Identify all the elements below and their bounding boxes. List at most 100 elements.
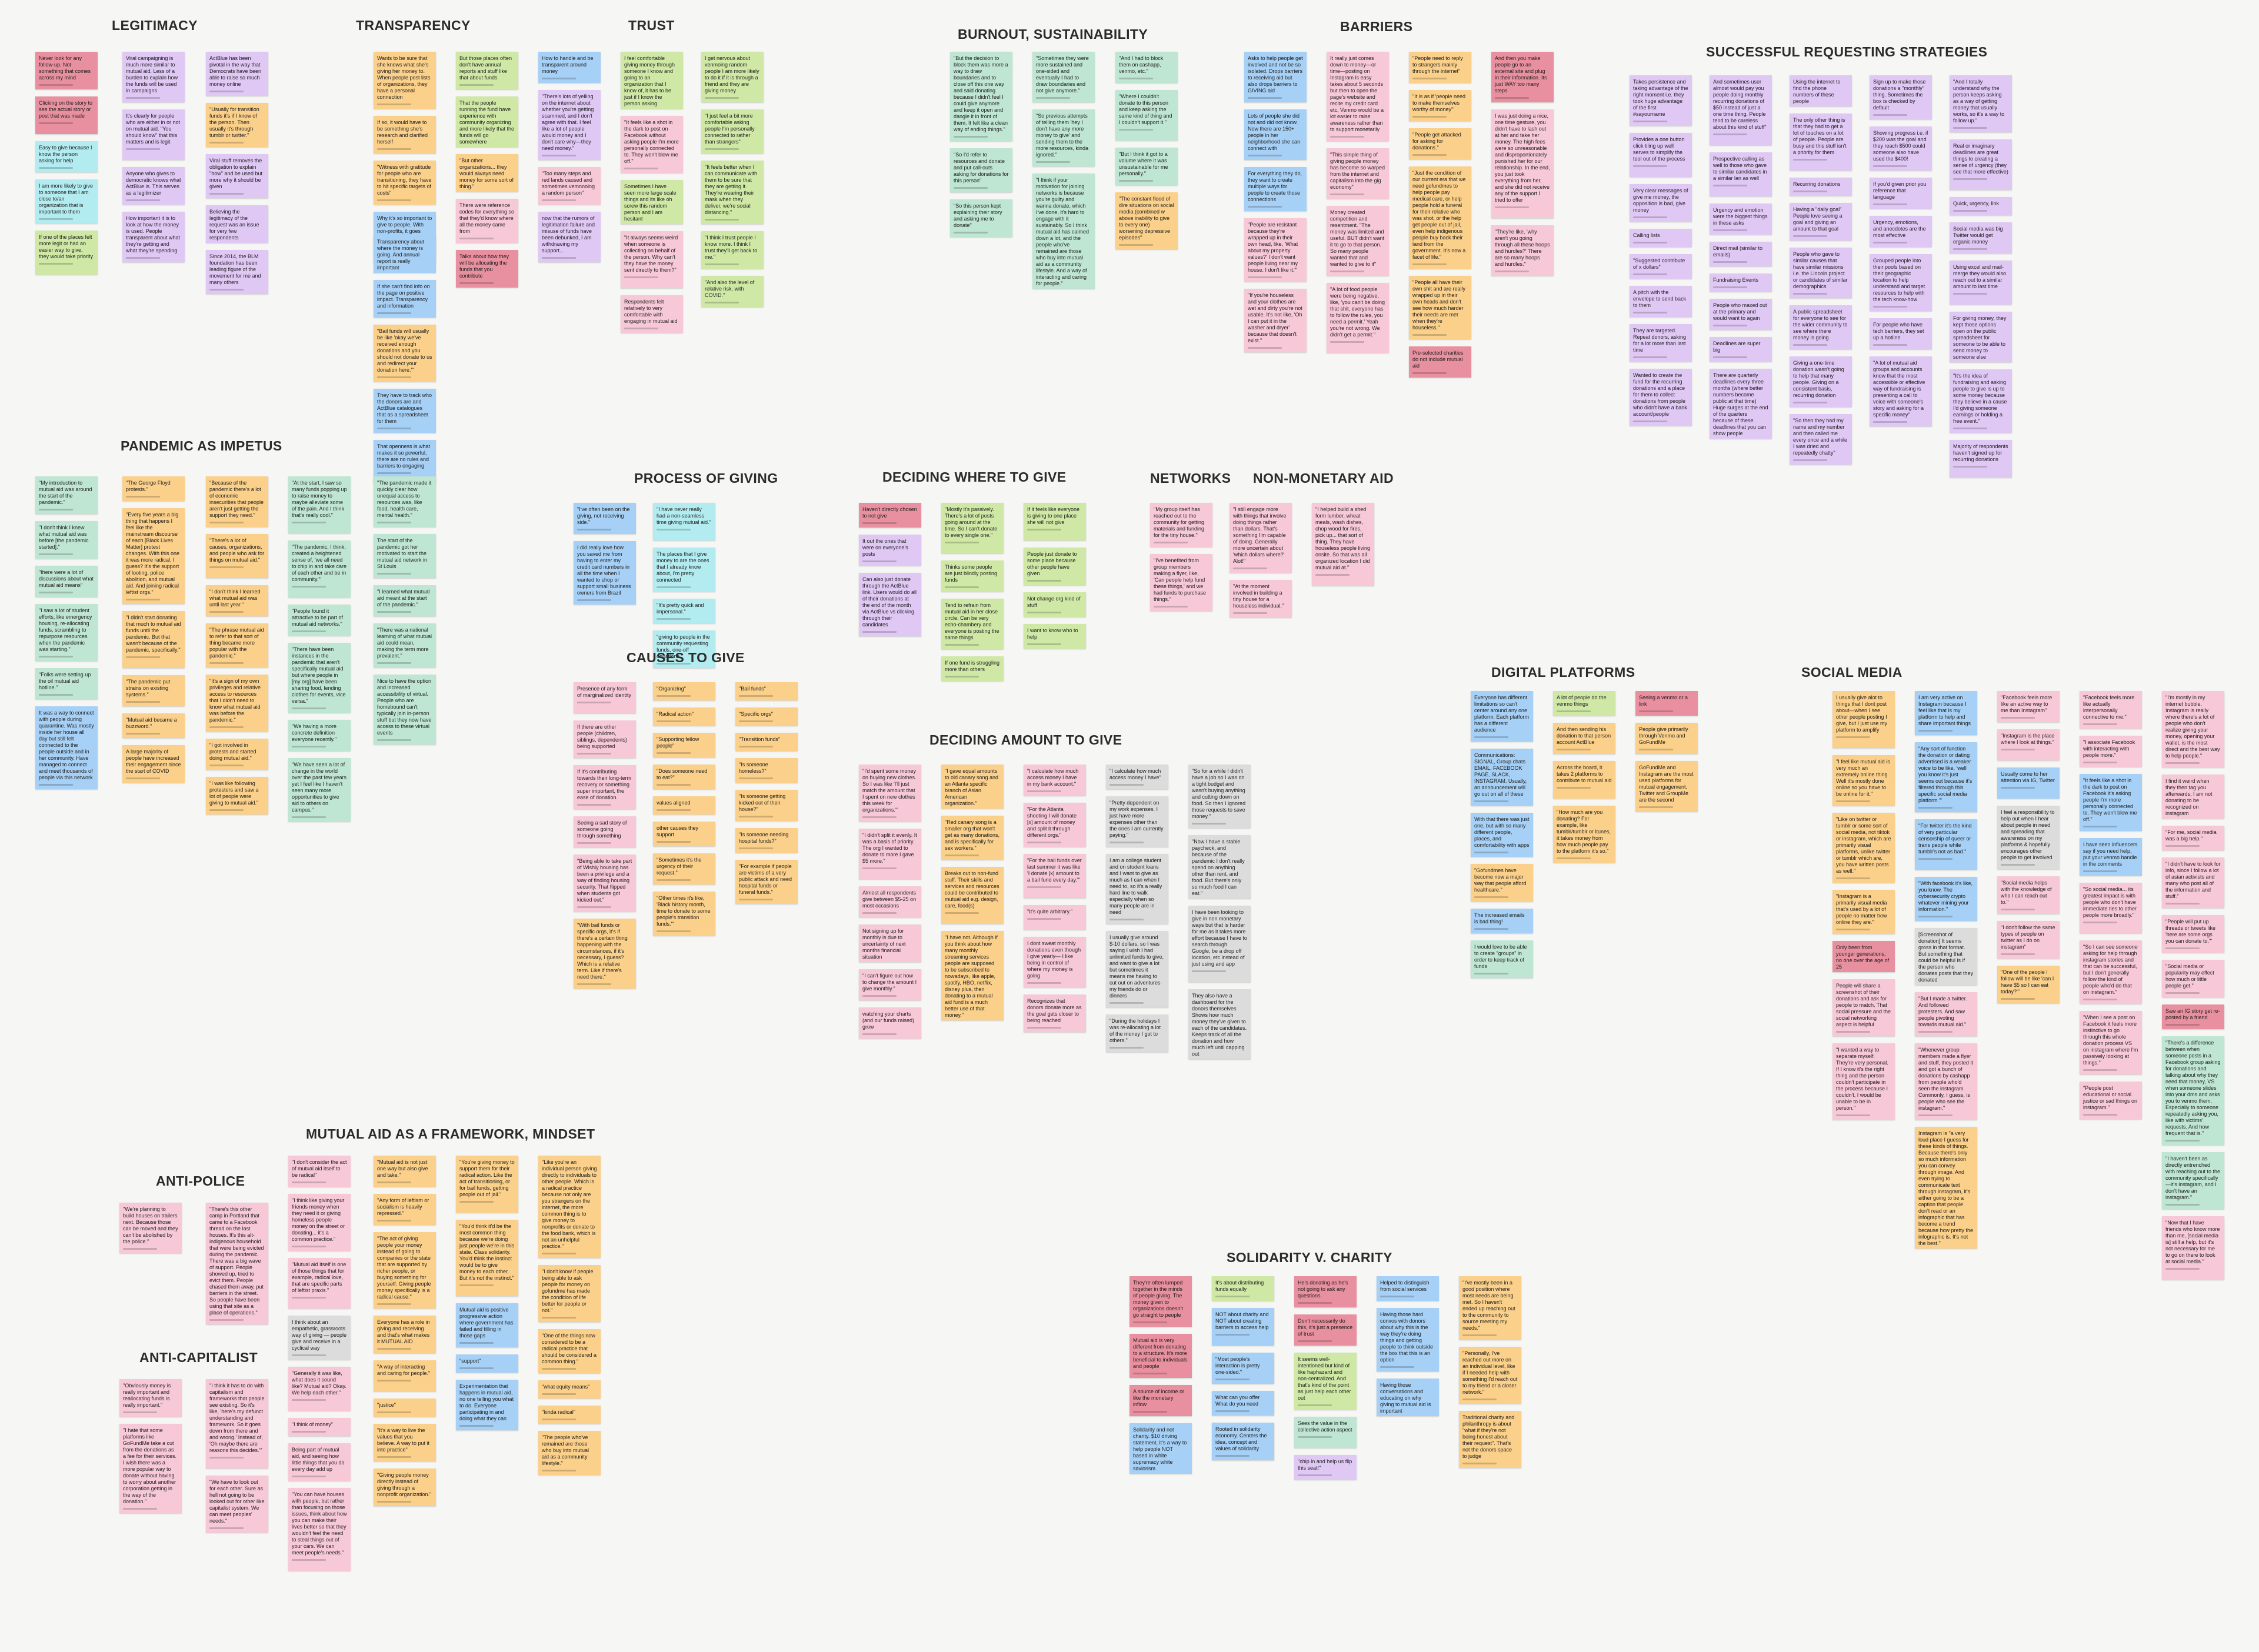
sticky-note[interactable]: "Giving people money directly instead of… <box>374 1469 436 1506</box>
sticky-note[interactable]: I usually give around $-10 dollars, so I… <box>1106 931 1168 1007</box>
sticky-note[interactable]: "Bail funds" <box>735 682 798 700</box>
sticky-note[interactable]: There are quarterly deadlines every thre… <box>1710 369 1772 439</box>
sticky-note[interactable]: I would love to be able to create "group… <box>1471 940 1533 978</box>
sticky-note[interactable]: "I think of money" <box>288 1418 351 1436</box>
sticky-note[interactable]: [Screenshot of donation] It seems gross … <box>1915 928 1977 985</box>
sticky-note[interactable]: "There's a lot of causes, organizations,… <box>206 534 268 578</box>
sticky-note[interactable]: Sign up to make those donations a "month… <box>1870 75 1932 119</box>
sticky-note[interactable]: "Mutual aid is not just one way but also… <box>374 1156 436 1187</box>
sticky-note[interactable]: And then you make people go to an extern… <box>1491 52 1554 102</box>
sticky-note[interactable]: "justice" <box>374 1399 436 1417</box>
sticky-note[interactable]: "The phrase mutual aid to refer to that … <box>206 623 268 668</box>
sticky-note[interactable]: "The pandemic made it quickly clear how … <box>374 476 436 527</box>
sticky-note[interactable]: Direct mail (similar to emails) <box>1710 242 1772 266</box>
sticky-note[interactable]: "The people who've remained are those wh… <box>538 1431 601 1475</box>
sticky-note[interactable]: "The pandemic, I think, created a height… <box>288 540 351 598</box>
sticky-note[interactable]: "Like on twitter or tumblr or some sort … <box>1832 813 1895 883</box>
sticky-note[interactable]: A pitch with the envelope to send back t… <box>1630 286 1692 317</box>
sticky-note[interactable]: "Now that I have friends who know more t… <box>2162 1216 2224 1280</box>
sticky-note[interactable]: "This simple thing of giving people mone… <box>1327 148 1389 199</box>
sticky-note[interactable]: "People found it attractive to be part o… <box>288 605 351 636</box>
sticky-note[interactable]: Don't necessarily do this, it's just a p… <box>1294 1314 1357 1346</box>
sticky-note[interactable]: I dont sweat monthly donations even thou… <box>1024 937 1086 987</box>
sticky-note[interactable]: "We have to look out for each other. Sur… <box>206 1476 268 1533</box>
sticky-note[interactable]: "Instagram is the place where I look at … <box>1997 729 2060 760</box>
sticky-note[interactable]: "I don't consider the act of mutual aid … <box>288 1156 351 1187</box>
sticky-note[interactable]: If it's contributing towards their long-… <box>574 765 636 809</box>
sticky-note[interactable]: "It always seems weird when someone is c… <box>621 231 683 288</box>
sticky-note[interactable]: "Social media helps with the knowledge o… <box>1997 876 2060 914</box>
sticky-note[interactable]: Sometimes I have seen more large scale t… <box>621 180 683 224</box>
sticky-note[interactable]: "I wanted a way to separate myself. They… <box>1832 1043 1895 1120</box>
sticky-note[interactable]: "Other times it's like, 'Black history m… <box>653 892 715 936</box>
sticky-note[interactable]: People just donate to some place because… <box>1024 548 1086 585</box>
sticky-note[interactable]: "I've often been on the giving, not rece… <box>574 503 636 534</box>
sticky-note[interactable]: It's clearly for people who are either i… <box>122 109 185 160</box>
sticky-note[interactable]: "Radical action" <box>653 707 715 726</box>
sticky-note[interactable]: "And I had to block them on cashapp, ven… <box>1115 52 1178 83</box>
sticky-note[interactable]: A large majority of people have increase… <box>122 745 185 783</box>
sticky-note[interactable]: "Supporting fellow people" <box>653 733 715 757</box>
sticky-note[interactable]: "There's a difference between when someo… <box>2162 1036 2224 1145</box>
sticky-note[interactable]: Calling lists <box>1630 229 1692 247</box>
sticky-note[interactable]: They also have a dashboard for the donor… <box>1188 989 1251 1059</box>
sticky-note[interactable]: "I didn't split it evenly. It was a basi… <box>859 829 921 879</box>
sticky-note[interactable]: "I saw a lot of student efforts, like em… <box>35 604 98 661</box>
sticky-note[interactable]: They are targeted. Repeat donors, asking… <box>1630 324 1692 362</box>
sticky-note[interactable]: "I just feel a bit more comfortable aski… <box>701 109 764 153</box>
sticky-note[interactable]: What can you offer What do you need <box>1212 1391 1274 1416</box>
sticky-note[interactable]: Tend to refrain from mutual aid in her c… <box>941 599 1004 649</box>
sticky-note[interactable]: I feel a responsibility to help out when… <box>1997 806 2060 869</box>
sticky-note[interactable]: Rooted in solidarity economy. Centers th… <box>1212 1423 1274 1460</box>
sticky-note[interactable]: "Mostly it's passively. There's a lot of… <box>941 503 1004 553</box>
sticky-note[interactable]: "I have never really had a non-seamless … <box>653 503 715 540</box>
sticky-note[interactable]: For everything they do, they want to cre… <box>1244 167 1307 211</box>
sticky-note[interactable]: Transparency about where the money is go… <box>374 235 436 273</box>
sticky-note[interactable]: values aligned <box>653 796 715 815</box>
sticky-note[interactable]: "Any sort of function the donation or da… <box>1915 742 1977 812</box>
sticky-note[interactable]: "I think like giving your friends money … <box>288 1194 351 1251</box>
sticky-note[interactable]: I was just doing a nice, one time gestur… <box>1491 109 1554 218</box>
sticky-note[interactable]: Only been from younger generations, no o… <box>1832 941 1895 972</box>
sticky-note[interactable]: "So this person kept explaining their st… <box>950 199 1012 237</box>
sticky-note[interactable]: "Every five years a big thing that happe… <box>122 508 185 604</box>
sticky-note[interactable]: "kinda radical" <box>538 1406 601 1424</box>
sticky-note[interactable]: "I hate that some platforms like GoFundM… <box>119 1424 182 1513</box>
sticky-note[interactable]: For giving money, they kept those option… <box>1950 312 2012 362</box>
sticky-note[interactable]: "Sometimes it's the urgency of their req… <box>653 853 715 885</box>
sticky-note[interactable]: Takes persistence and taking advantage o… <box>1630 75 1692 126</box>
sticky-note[interactable]: "And I totally understand why the person… <box>1950 75 2012 132</box>
sticky-note[interactable]: "I associate Facebook with interacting w… <box>2080 736 2142 767</box>
sticky-note[interactable]: I feel comfortable giving money through … <box>621 52 683 109</box>
sticky-note[interactable]: For people who have tech barriers, they … <box>1870 318 1932 349</box>
sticky-note[interactable]: "A lot of mutual aid groups and accounts… <box>1870 356 1932 426</box>
sticky-note[interactable]: "They're like, 'why aren't you going thr… <box>1491 225 1554 276</box>
sticky-note[interactable]: Traditional charity and philanthropy is … <box>1459 1411 1521 1468</box>
sticky-note[interactable]: Having a "daily goal" People love seeing… <box>1790 203 1852 241</box>
sticky-note[interactable]: People who maxed out at the primary and … <box>1710 299 1772 330</box>
sticky-note[interactable]: "Like you're an individual person giving… <box>538 1156 601 1258</box>
sticky-note[interactable]: "There have been instances in the pandem… <box>288 643 351 713</box>
sticky-note[interactable]: "Whenever group members made a flyer and… <box>1915 1043 1977 1120</box>
sticky-note[interactable]: "I'm mostly in my internet bubble. Insta… <box>2162 691 2224 767</box>
sticky-note[interactable]: They're often lumped together in the min… <box>1130 1276 1192 1327</box>
sticky-note[interactable]: People will share a screenshot of their … <box>1832 979 1895 1036</box>
sticky-note[interactable]: "Mutual aid itself is one of those thing… <box>288 1258 351 1309</box>
sticky-note[interactable]: "At the start, I saw so many funds poppi… <box>288 476 351 533</box>
sticky-note[interactable]: "A way of interacting and caring for peo… <box>374 1360 436 1391</box>
sticky-note[interactable]: I did really love how you saved me from … <box>574 541 636 605</box>
sticky-note[interactable]: "Suggested contribute of x dollars" <box>1630 254 1692 279</box>
sticky-note[interactable]: Solidarity and not charity. $10 driving … <box>1130 1423 1192 1474</box>
sticky-note[interactable]: "I have not. Although if you think about… <box>941 931 1004 1020</box>
sticky-note[interactable]: "But I think it got to a volume where it… <box>1115 148 1178 185</box>
sticky-note[interactable]: "But I made a twitter. And followed prot… <box>1915 992 1977 1036</box>
sticky-note[interactable]: He's donating as he's not going to ask a… <box>1294 1276 1357 1307</box>
sticky-note[interactable]: Instagram is "a very loud place I guess … <box>1915 1127 1977 1249</box>
sticky-note[interactable]: ActBlue has been pivotal in the way that… <box>206 52 268 96</box>
sticky-note[interactable]: "How much are you donating? For example,… <box>1553 806 1615 863</box>
sticky-note[interactable]: "what equity means" <box>538 1380 601 1399</box>
sticky-note[interactable]: "Obviously money is really important and… <box>119 1379 182 1417</box>
sticky-note[interactable]: "support" <box>456 1354 518 1373</box>
sticky-note[interactable]: The places that I give money to are the … <box>653 548 715 592</box>
sticky-note[interactable]: "People post educational or social justi… <box>2080 1082 2142 1119</box>
